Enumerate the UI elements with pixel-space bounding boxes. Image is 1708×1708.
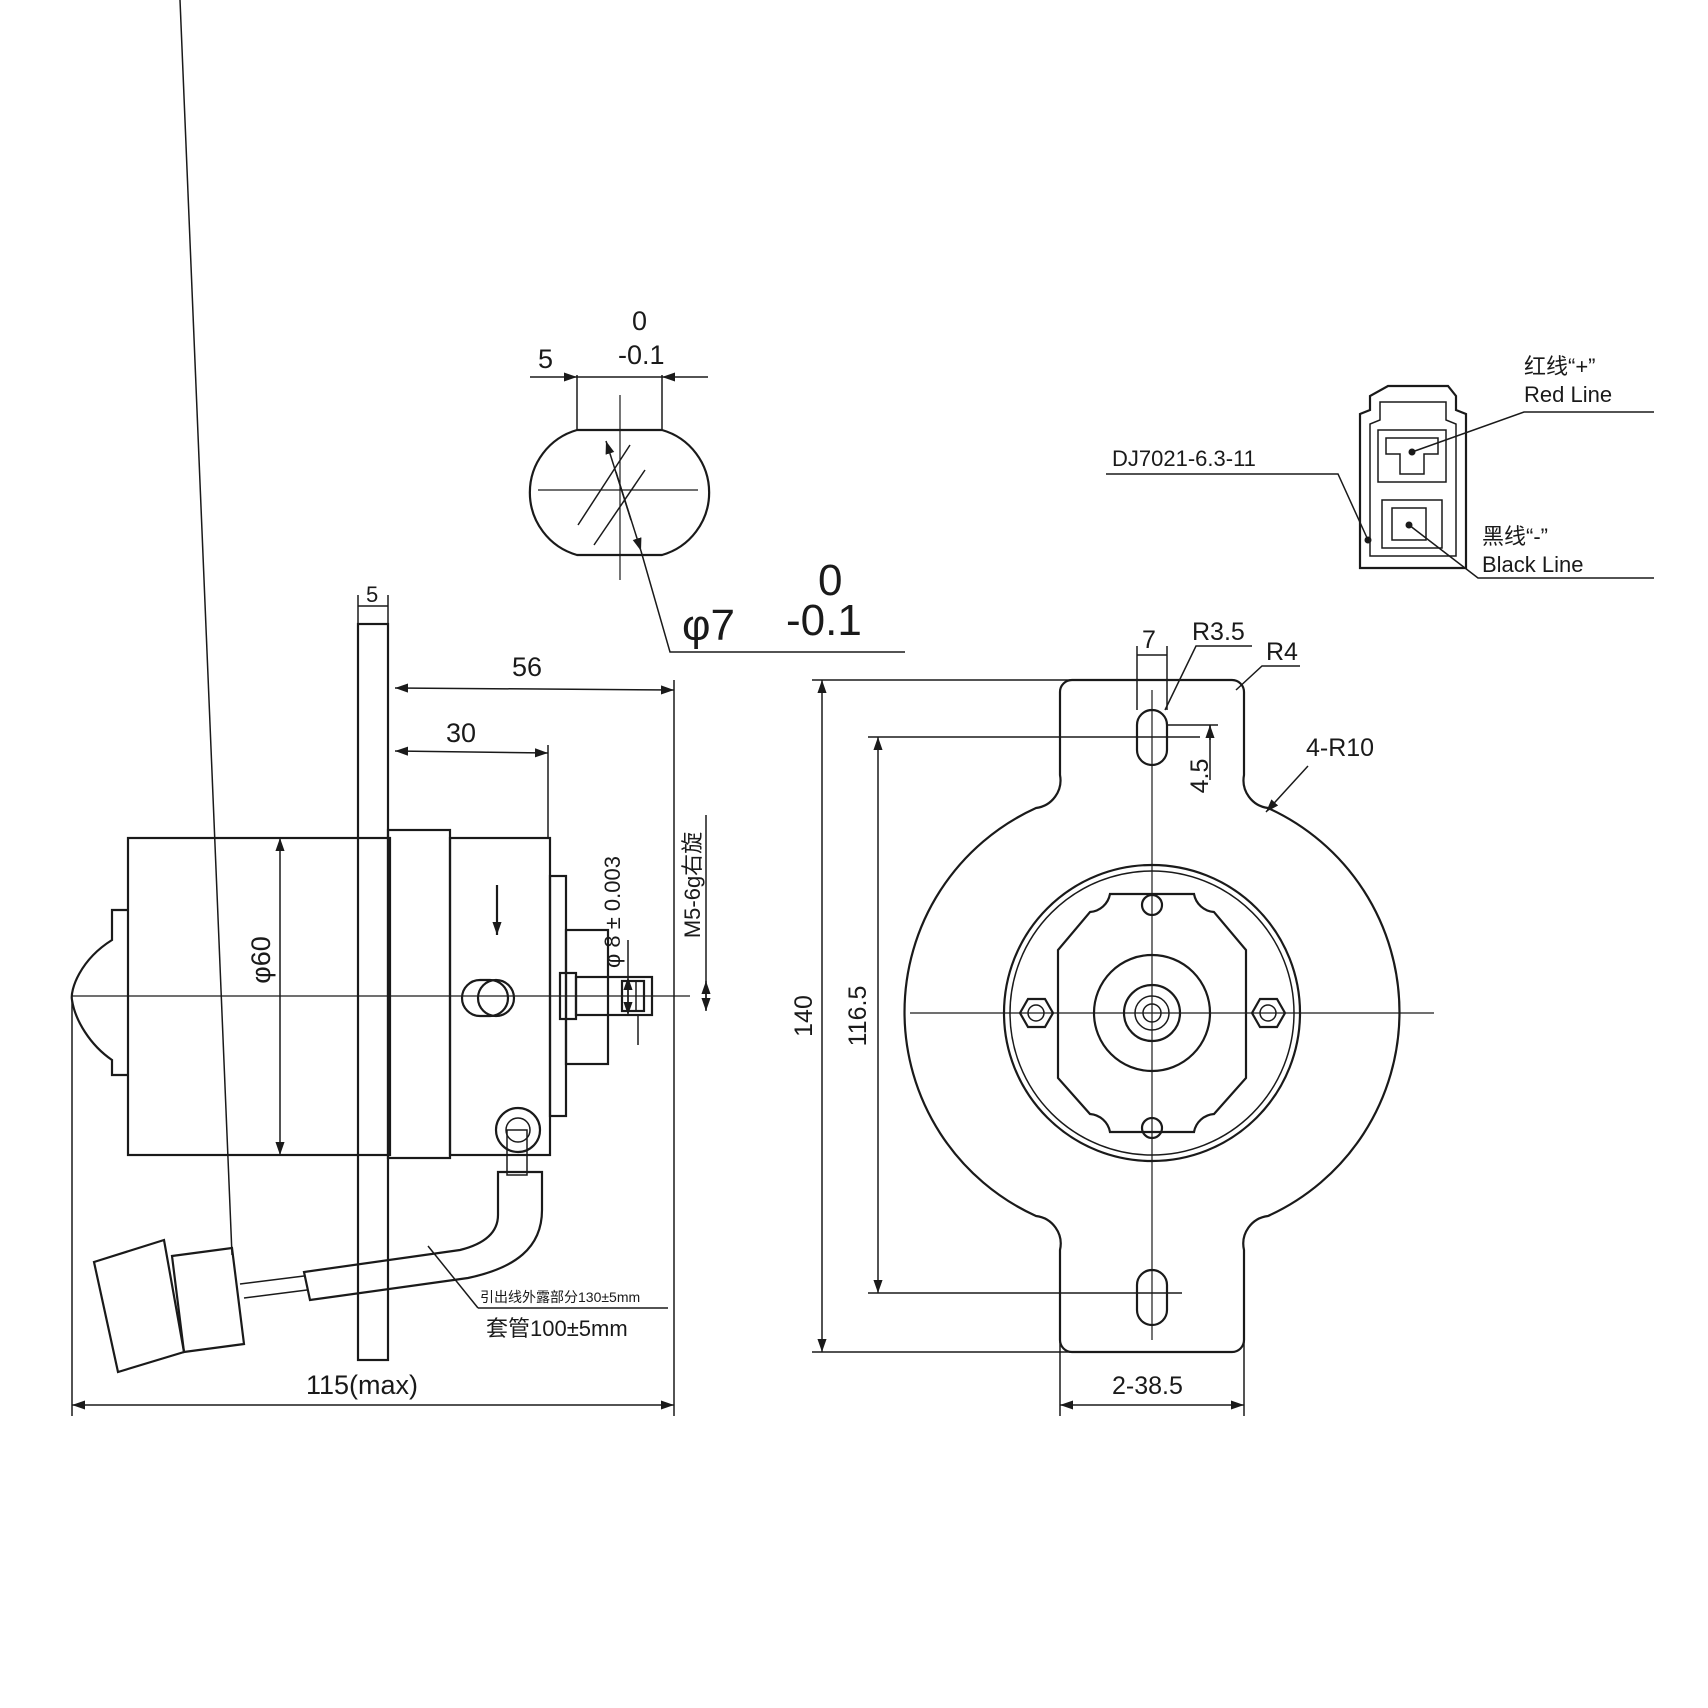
red-line-leader	[1411, 411, 1654, 453]
corner-radius-leader	[1235, 665, 1300, 691]
wire-grommet-inner	[505, 1117, 531, 1143]
end-cap-dome	[70, 908, 128, 1077]
model-leader	[1106, 473, 1369, 541]
screw-hole-top	[1140, 893, 1164, 917]
indicator-dot	[476, 978, 516, 1018]
connector-body	[92, 1238, 186, 1374]
shaft-center	[1142, 1003, 1162, 1023]
arc-radius-label: 4-R10	[1306, 734, 1374, 762]
section-hatch	[577, 444, 631, 526]
connector-housing	[170, 1246, 246, 1354]
section-width-lower: -0.1	[618, 340, 665, 370]
wire-exit	[506, 1129, 528, 1176]
section-width-label: 5	[538, 344, 553, 374]
hub	[564, 928, 610, 1066]
dim-30-label: 30	[446, 718, 476, 748]
lead-exposed-note: 引出线外露部分130±5mm	[480, 1289, 640, 1305]
flange-thickness-label: 5	[366, 582, 378, 607]
slot-radius-label: R3.5	[1192, 618, 1245, 646]
black-terminal-cavity	[1381, 499, 1443, 549]
height-label: 140	[790, 995, 818, 1037]
connector-detail: DJ7021-6.3-11 红线“+” Red Line 黑线“-” Black…	[1106, 354, 1654, 579]
cover-plate	[1056, 892, 1248, 1134]
housing-outer	[1002, 863, 1302, 1163]
overall-length-label: 115(max)	[306, 1370, 418, 1400]
mounting-plate-outline	[903, 678, 1401, 1354]
cable-sleeve	[302, 1170, 544, 1302]
connector-inner-shell	[1369, 401, 1457, 557]
dim-56-label: 56	[512, 652, 542, 682]
diameter-leader	[640, 550, 905, 653]
section-diameter-upper: 0	[818, 556, 842, 605]
arc-radius-leader	[1265, 765, 1309, 813]
slot-width-label: 7	[1142, 626, 1156, 654]
shaft-outer	[1134, 995, 1170, 1031]
terminal-right-hole	[1259, 1004, 1277, 1022]
hex-terminal-left	[1018, 997, 1055, 1029]
section-width-upper: 0	[632, 306, 647, 336]
red-terminal-blade	[1385, 437, 1439, 475]
indicator-slot	[460, 978, 510, 1018]
connector-line	[179, 0, 233, 1256]
shaft-boss	[1122, 983, 1182, 1043]
slot-offset-label: 4.5	[1186, 759, 1214, 794]
diameter-60-label: φ60	[246, 936, 276, 984]
section-diameter-label: φ7	[682, 601, 735, 650]
shaft-d-profile	[528, 428, 711, 557]
black-line-cn-label: 黑线“-”	[1482, 524, 1548, 549]
section-hatch	[593, 469, 646, 546]
side-view: 5 56 30 φ60 φ 8 ± 0.003 M5-6g右旋 引出线外露部分1…	[70, 0, 711, 1416]
section-diameter-lower: -0.1	[786, 596, 862, 645]
slot-radius-leader	[1164, 645, 1252, 711]
hole-spacing-label: 116.5	[844, 986, 872, 1047]
dim-line	[394, 746, 549, 758]
shaft-section-view: 5 0 -0.1 φ7 0 -0.1	[528, 306, 905, 653]
connector-model-label: DJ7021-6.3-11	[1112, 446, 1256, 471]
black-terminal-blade	[1391, 507, 1427, 541]
red-terminal-cavity	[1377, 429, 1447, 483]
screw-hole-bottom	[1140, 1116, 1164, 1140]
red-line-en-label: Red Line	[1524, 382, 1612, 407]
sleeve-note: 套管100±5mm	[486, 1316, 628, 1341]
width-label: 2-38.5	[1112, 1372, 1183, 1400]
dim-line	[394, 683, 675, 695]
bearing-housing	[1092, 953, 1212, 1073]
housing-inner	[1009, 870, 1295, 1156]
hex-terminal-right	[1250, 997, 1287, 1029]
wire-grommet	[494, 1106, 542, 1154]
black-line-en-label: Black Line	[1482, 552, 1584, 577]
thread-label: M5-6g右旋	[680, 832, 705, 938]
front-housing	[386, 828, 452, 1160]
mounting-flange	[356, 622, 390, 1362]
front-view: 7 R3.5 R4 4-R10 4.5 140 116.5 2-38.5	[790, 618, 1434, 1416]
red-line-cn-label: 红线“+”	[1524, 354, 1596, 379]
black-line-leader	[1408, 524, 1654, 579]
note-leader	[427, 1245, 479, 1309]
diameter-arrow	[615, 471, 642, 552]
lead-wire	[239, 1275, 305, 1285]
lead-wire	[243, 1289, 308, 1299]
shaft-tolerance-label: φ 8 ± 0.003	[600, 856, 625, 968]
terminal-left-hole	[1027, 1004, 1045, 1022]
corner-radius-label: R4	[1266, 638, 1298, 666]
